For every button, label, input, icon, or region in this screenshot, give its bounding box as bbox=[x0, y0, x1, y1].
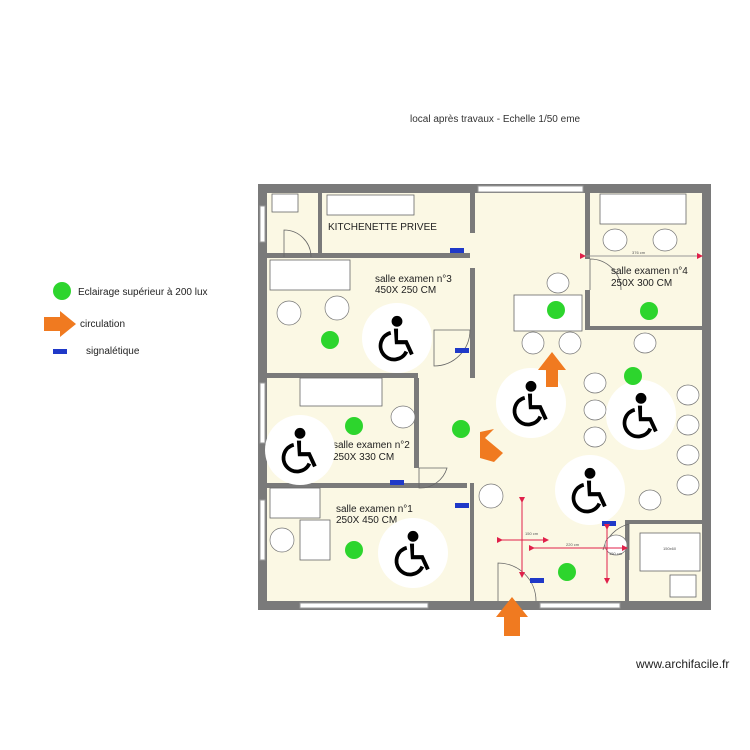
wc-size-label: 150x60 bbox=[663, 546, 677, 551]
circulation-marks bbox=[480, 352, 566, 636]
orange-arrow-icon bbox=[44, 311, 76, 337]
blue-bar-icon bbox=[390, 480, 404, 485]
blue-bar-icon bbox=[455, 348, 469, 353]
lighting-marks bbox=[321, 301, 658, 581]
blue-bar-icon bbox=[450, 248, 464, 253]
green-circle-icon bbox=[624, 367, 642, 385]
wheelchair-icon bbox=[555, 455, 625, 525]
wheelchair-icon bbox=[265, 415, 335, 485]
exam4-size: 250X 300 CM bbox=[611, 278, 672, 289]
exam2-name: salle examen n°2 bbox=[333, 440, 410, 451]
legend-item-signage: signalétique bbox=[52, 346, 139, 357]
watermark: www.archifacile.fr bbox=[636, 657, 730, 671]
legend-label: Eclairage supérieur à 200 lux bbox=[78, 286, 208, 298]
exam1-size: 250X 450 CM bbox=[336, 515, 397, 526]
exam3-name: salle examen n°3 bbox=[375, 274, 452, 285]
plan-title: local après travaux - Echelle 1/50 eme bbox=[410, 114, 581, 125]
legend-label: signalétique bbox=[86, 346, 140, 357]
blue-bar-icon bbox=[602, 521, 616, 526]
blue-bar-icon bbox=[530, 578, 544, 583]
wheelchair-marks bbox=[265, 303, 676, 588]
furniture bbox=[269, 193, 701, 598]
green-circle-icon bbox=[452, 420, 470, 438]
dimension-vertical2: 150 cm bbox=[609, 551, 623, 556]
green-circle-icon bbox=[345, 541, 363, 559]
green-circle-icon bbox=[345, 417, 363, 435]
dimension-lines bbox=[497, 253, 703, 584]
chairs bbox=[269, 228, 700, 556]
orange-arrow-icon bbox=[496, 597, 528, 636]
wheelchair-icon bbox=[378, 518, 448, 588]
wheelchair-icon bbox=[606, 380, 676, 450]
blue-bar-icon bbox=[53, 348, 67, 354]
dimension-top: 376 cm bbox=[632, 250, 646, 255]
legend-item-lighting: Eclairage supérieur à 200 lux bbox=[52, 281, 208, 303]
orange-arrow-icon bbox=[538, 352, 566, 387]
green-circle-icon bbox=[558, 563, 576, 581]
exam2-size: 250X 330 CM bbox=[333, 452, 394, 463]
blue-bar-icon bbox=[455, 503, 469, 508]
legend-item-circulation: circulation bbox=[44, 311, 126, 337]
green-circle-icon bbox=[640, 302, 658, 320]
orange-arrow-icon bbox=[480, 429, 503, 462]
green-circle-icon bbox=[53, 282, 71, 300]
windows bbox=[259, 185, 621, 609]
exam3-size: 450X 250 CM bbox=[375, 285, 436, 296]
exam4-name: salle examen n°4 bbox=[611, 266, 688, 277]
dimension-vertical1: 150 cm bbox=[525, 531, 539, 536]
kitchenette-label: KITCHENETTE PRIVEE bbox=[328, 222, 437, 233]
exam1-name: salle examen n°1 bbox=[336, 504, 413, 515]
dimension-horizontal: 220 cm bbox=[566, 542, 580, 547]
signage-marks bbox=[390, 248, 616, 583]
green-circle-icon bbox=[321, 331, 339, 349]
green-circle-icon bbox=[547, 301, 565, 319]
legend-label: circulation bbox=[80, 318, 126, 330]
wheelchair-icon bbox=[362, 303, 432, 373]
legend: Eclairage supérieur à 200 lux circulatio… bbox=[44, 281, 252, 371]
interior-walls bbox=[267, 193, 702, 601]
